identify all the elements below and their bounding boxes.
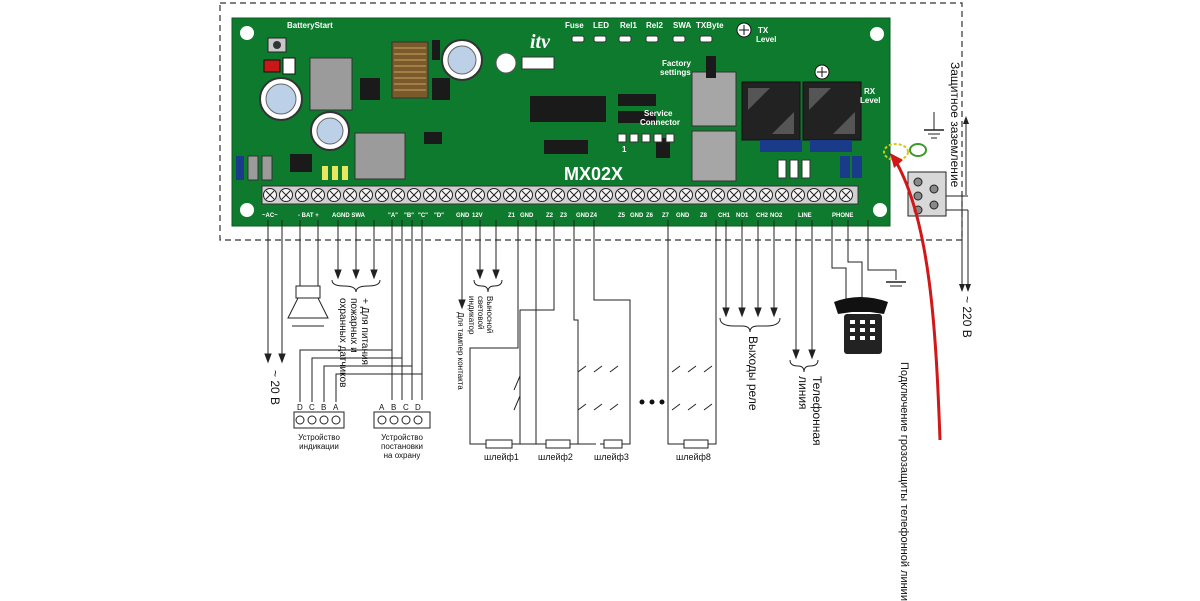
dev1-pin: A <box>333 403 339 412</box>
dev1-caption: Устройство индикации <box>298 433 340 452</box>
diagram-svg: itv <box>219 2 971 449</box>
lightning-arrow <box>893 159 942 441</box>
sensor-power-annotation: + Для питания пожарных и охранных датчик… <box>337 298 370 388</box>
terminal-label: GND <box>520 213 534 219</box>
zone-loops <box>485 365 713 449</box>
factory-settings-label-1: Factory <box>662 59 691 68</box>
terminal-label: Z3 <box>560 213 568 219</box>
dev2-pin: D <box>415 403 421 412</box>
terminal-label: CH1 <box>718 213 731 219</box>
led-label-rel2: Rel2 <box>646 21 663 30</box>
relay <box>691 71 737 127</box>
device-terminals <box>293 411 431 429</box>
led-label-swa: SWA <box>673 21 692 30</box>
ic-chip <box>354 132 406 180</box>
ground-annotation: Защитное заземление <box>948 62 962 188</box>
terminal-label: 12V <box>472 213 483 219</box>
led-label-txbyte: TXByte <box>696 21 724 30</box>
dev2-caption: Устройство постановки на охрану <box>381 433 423 461</box>
terminal-label: LINE <box>798 213 812 219</box>
ac20-annotation: ~ 20 В <box>268 370 282 406</box>
transformer <box>391 41 429 99</box>
terminal-label: ~AC~ <box>262 213 278 219</box>
terminal-label: Z8 <box>700 213 708 219</box>
factory-settings-label-2: settings <box>660 68 691 77</box>
loop-label-1: шлейф1 <box>484 452 519 462</box>
service-connector-label-1: Service <box>644 109 673 118</box>
jumper-mark: 1 <box>622 145 627 154</box>
dev2-pin: A <box>379 403 385 412</box>
mount-hole <box>870 27 884 41</box>
terminal-label: CH2 <box>756 213 769 219</box>
remote-led-annotation: Выносной световой индикатор <box>467 296 494 335</box>
terminal-label: Z1 <box>508 213 516 219</box>
line-transformer <box>741 81 862 141</box>
terminal-label: Z2 <box>546 213 554 219</box>
loop-label-8: шлейф8 <box>676 452 711 462</box>
telephone-icon <box>834 297 888 354</box>
siren-icon <box>287 285 329 327</box>
mount-hole <box>240 26 254 40</box>
terminal-label: NO2 <box>770 213 783 219</box>
terminal-label: "D" <box>434 213 445 219</box>
terminal-label: GND <box>630 213 644 219</box>
terminal-label: "A" <box>388 213 399 219</box>
terminal-label: PHONE <box>832 213 854 219</box>
led-label-rel1: Rel1 <box>620 21 637 30</box>
phone-line-annotation: Телефонная линия <box>796 376 824 446</box>
terminal-strip <box>261 185 859 205</box>
terminal-label: AGND SWA <box>332 213 365 219</box>
dev1-pin: B <box>321 403 327 412</box>
dev2-pin: C <box>403 403 409 412</box>
led-label-led: LED <box>593 21 609 30</box>
rx-level-label-2: Level <box>860 96 881 105</box>
service-connector-label-2: Connector <box>640 118 680 127</box>
mains-annotation: ~ 220 В <box>960 296 974 338</box>
dev1-pin: C <box>309 403 315 412</box>
ic-chip <box>309 57 353 111</box>
tx-level-label-2: Level <box>756 35 777 44</box>
loop-label-2: шлейф2 <box>538 452 573 462</box>
microcontroller <box>530 96 606 122</box>
tamper-annotation: Для тампер контакта <box>456 312 465 390</box>
mount-hole <box>873 203 887 217</box>
terminal-label: Z6 <box>646 213 654 219</box>
board-model: MX02X <box>564 164 624 184</box>
wiring-diagram: itv <box>219 2 974 601</box>
terminal-label: Z5 <box>618 213 626 219</box>
terminal-label: "B" <box>404 213 415 219</box>
terminal-label: NO1 <box>736 213 749 219</box>
dev2-pin: B <box>391 403 397 412</box>
terminal-label: GND <box>576 213 590 219</box>
battery-start-label: BatteryStart <box>287 21 333 30</box>
terminal-label: Z4 <box>590 213 598 219</box>
lightning-annotation: Подключение грозозащиты телефонной линии <box>898 362 910 601</box>
tx-level-label-1: TX <box>758 26 769 35</box>
ellipsis-dots <box>639 399 665 405</box>
rx-level-label-1: RX <box>864 87 876 96</box>
terminal-label: GND <box>456 213 470 219</box>
mount-hole <box>240 203 254 217</box>
enclosure-outline <box>219 2 963 241</box>
dev1-pin: D <box>297 403 303 412</box>
terminal-label: GND <box>676 213 690 219</box>
terminal-label: Z7 <box>662 213 670 219</box>
relay <box>691 130 737 182</box>
relay-outputs-annotation: Выходы реле <box>746 336 760 411</box>
led-label-fuse: Fuse <box>565 21 584 30</box>
loop-label-3: шлейф3 <box>594 452 629 462</box>
svg-text:itv: itv <box>530 31 551 53</box>
terminal-label: - BAT + <box>298 213 319 219</box>
terminal-label: "C" <box>418 213 429 219</box>
